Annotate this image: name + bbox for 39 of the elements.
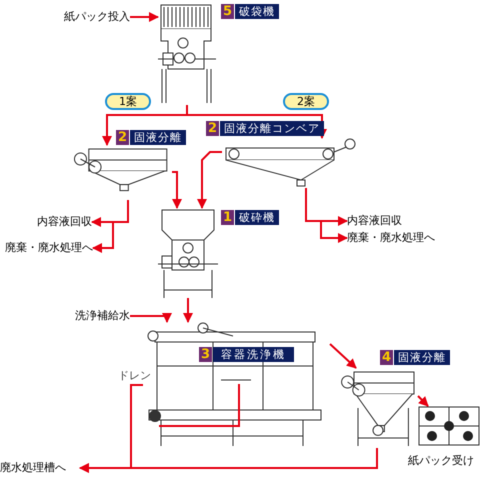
step-number-badge: 2 [116,130,130,145]
flow-label: 洗浄補給水 [62,308,130,324]
conveyor-drawing [226,138,356,186]
step-number-badge: 4 [380,350,394,365]
flow-label: 内容液回収 [26,214,92,230]
arrow [92,200,129,253]
step-number-badge: 5 [221,4,234,19]
machine-name-label: 容器洗浄機 [213,347,294,362]
step-number-badge: 3 [199,347,212,362]
arrow [417,395,429,407]
step-number-badge: 2 [206,121,220,136]
separator-drawing [74,148,168,192]
arrow [79,448,378,473]
crusher-drawing [158,210,218,298]
machine-name-label: 破袋機 [235,4,280,19]
flow-label: 内容液回収 [347,213,417,229]
flow-label: 廃棄・廃水処理へ [0,240,93,256]
arrow [183,298,193,323]
arrow [329,343,357,369]
receiver-bin-drawing [418,406,480,446]
bin-caption: 紙パック受け [408,453,474,469]
arrow [130,12,159,22]
step-number-badge: 1 [221,210,234,225]
machine-name-label: 固液分離 [394,350,450,365]
separator-drawing [341,372,414,446]
arrow [130,313,172,323]
flow-label: 廃棄・廃水処理へ [347,230,451,246]
edge-label: 1案 [105,93,151,110]
edge-label: 2案 [283,93,329,110]
machine-name-label: 固液分離コンベア [220,121,324,136]
arrow [305,188,348,243]
machine-name-label: 固液分離 [130,130,186,145]
flow-label: 紙パック投入 [48,9,130,25]
machine-name-label: 破砕機 [235,210,280,225]
drain-label: ドレン [118,368,151,384]
bag-breaker-drawing [158,4,216,104]
flow-label: 廃水処理槽へ [0,460,80,476]
arrow [172,171,182,209]
arrow [197,151,222,209]
